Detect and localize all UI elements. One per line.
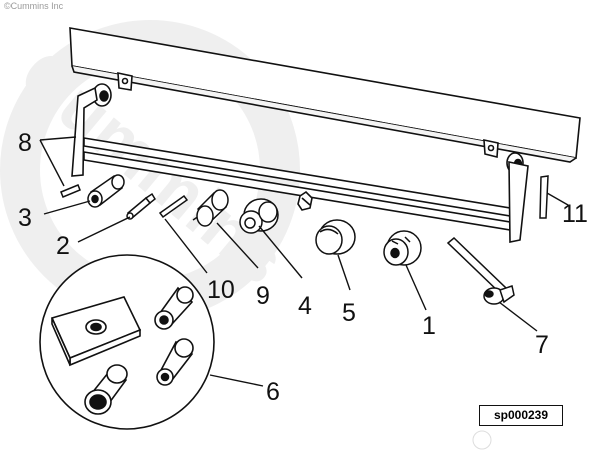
part-10-pin — [158, 194, 189, 219]
callout-10: 10 — [207, 276, 235, 304]
part-9-bushing — [192, 189, 229, 227]
callout-5: 5 — [342, 299, 356, 327]
callout-9: 9 — [256, 282, 270, 310]
leader-lines — [39, 136, 569, 387]
part-3-spacer — [87, 174, 125, 208]
callout-2: 2 — [56, 232, 70, 260]
top-angle-bar — [69, 27, 581, 163]
part-6-detail-view — [39, 254, 215, 430]
copyright-notice: ©Cummins Inc — [4, 1, 64, 11]
callout-11: 11 — [562, 200, 588, 228]
part-4-roller — [239, 198, 279, 234]
callout-3: 3 — [18, 204, 32, 232]
callout-6: 6 — [266, 378, 280, 406]
figure-reference-id: sp000239 — [479, 405, 563, 426]
callout-7: 7 — [535, 331, 549, 359]
part-2-pin — [126, 192, 156, 220]
callout-8: 8 — [18, 129, 32, 157]
callout-4: 4 — [298, 292, 312, 320]
part-5-roller — [315, 219, 356, 255]
part-11-pin — [539, 175, 549, 219]
callout-labels: 8 3 2 10 9 4 5 1 7 11 6 — [18, 129, 588, 406]
part-7-handle — [446, 236, 515, 305]
part-8-pin — [60, 184, 81, 198]
part-1-slotted-roller — [383, 230, 422, 266]
callout-1: 1 — [422, 312, 436, 340]
alignment-frame — [71, 83, 529, 243]
